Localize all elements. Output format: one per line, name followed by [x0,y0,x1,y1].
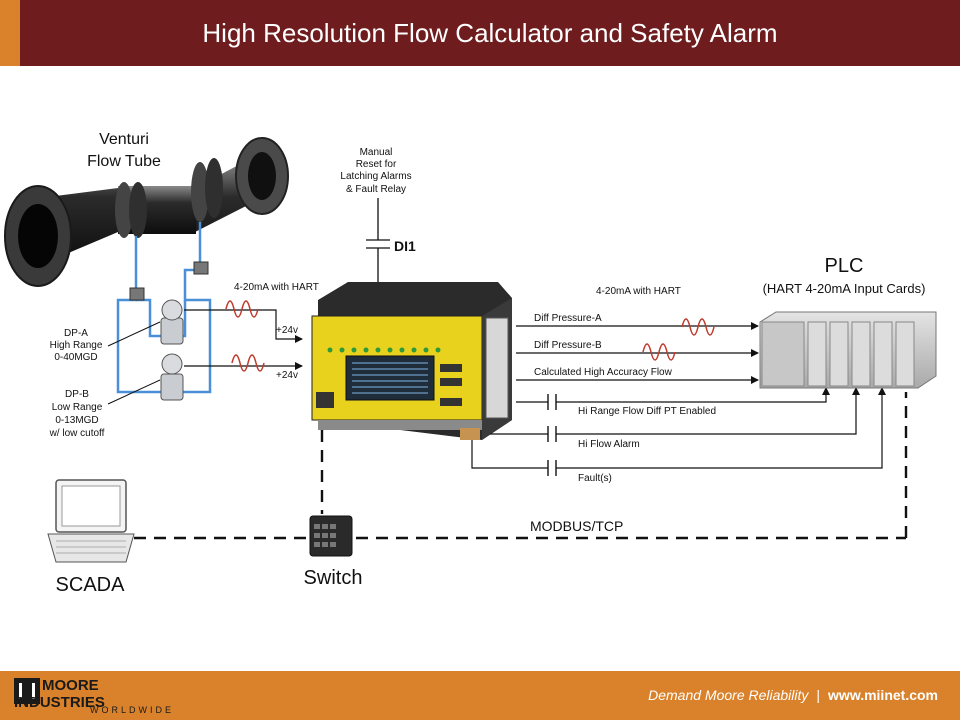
reset-label-line2: Reset for [356,159,397,170]
plc-signal-wires [516,322,759,384]
dpb-label-line4: w/ low cutoff [49,428,105,439]
logo-line1: MOORE [42,677,99,694]
transmitter-dp-b-icon [160,353,184,401]
reset-label-line3: Latching Alarms [340,171,411,182]
venturi-pipe [4,137,289,287]
switch-label: Switch [304,567,363,589]
relay-wires [471,387,886,469]
dpa-label-line2: High Range [50,340,103,351]
signal-dpa-label: Diff Pressure-A [534,313,602,324]
dpb-label-line1: DP-B [65,389,89,400]
logo-line3: WORLDWIDE [90,705,174,715]
footer-tagline-group: Demand Moore Reliability | www.miinet.com [648,671,938,720]
relay-hi-range-label: Hi Range Flow Diff PT Enabled [578,406,716,417]
modbus-network [134,392,908,540]
page-title: High Resolution Flow Calculator and Safe… [202,18,778,48]
hart-left-label: 4-20mA with HART [234,282,319,293]
network-switch-icon [309,515,353,557]
dpb-pointer [107,379,161,405]
dpa-label-line1: DP-A [64,328,88,339]
dpa-label-line3: 0-40MGD [54,352,97,363]
footer-url[interactable]: www.miinet.com [828,687,938,703]
plc-icon [759,311,937,389]
reset-label-line1: Manual [360,147,393,158]
title-bar [0,0,960,66]
laptop-icon [47,479,135,563]
hart-wave-b [231,354,265,372]
hart-wave-d [642,343,676,361]
v24-b-label: +24v [276,370,298,381]
hart-right-label: 4-20mA with HART [596,286,681,297]
logo-mark-icon [14,678,40,704]
relay-hi-alarm-label: Hi Flow Alarm [578,439,640,450]
hart-wave-c [681,318,715,336]
footer-separator: | [816,687,821,703]
footer [0,671,960,720]
relay-fault-label: Fault(s) [578,473,612,484]
plc-subtitle: (HART 4-20mA Input Cards) [763,281,926,296]
hart-wave-a [225,300,259,318]
footer-tagline: Demand Moore Reliability [648,687,809,703]
dpb-label-line3: 0-13MGD [55,415,98,426]
v24-a-label: +24v [276,325,298,336]
title-accent [0,0,20,66]
company-logo: MOORE INDUSTRIES WORLDWIDE [14,676,214,716]
scada-label: SCADA [56,574,126,596]
di1-label: DI1 [394,238,416,254]
venturi-label-line1: Venturi [99,131,149,148]
relay-contacts [547,394,557,476]
signal-dpb-label: Diff Pressure-B [534,340,602,351]
hart-input-wires [184,309,303,370]
logo-line2: INDUSTRIES [14,694,105,711]
flow-diagram: Venturi Flow Tube DP-A High Range 0-40MG… [4,131,937,596]
di1-contact [366,198,390,290]
valve-icons [129,261,209,301]
transmitter-dp-a-icon [160,299,184,345]
venturi-label-line2: Flow Tube [87,153,161,170]
dpa-pointer [107,321,161,347]
plc-title: PLC [825,255,864,277]
signal-flow-label: Calculated High Accuracy Flow [534,367,673,378]
dpb-label-line2: Low Range [52,402,103,413]
reset-label-line4: & Fault Relay [346,184,406,195]
modbus-label: MODBUS/TCP [530,518,623,534]
flow-calculator-module [311,282,512,440]
